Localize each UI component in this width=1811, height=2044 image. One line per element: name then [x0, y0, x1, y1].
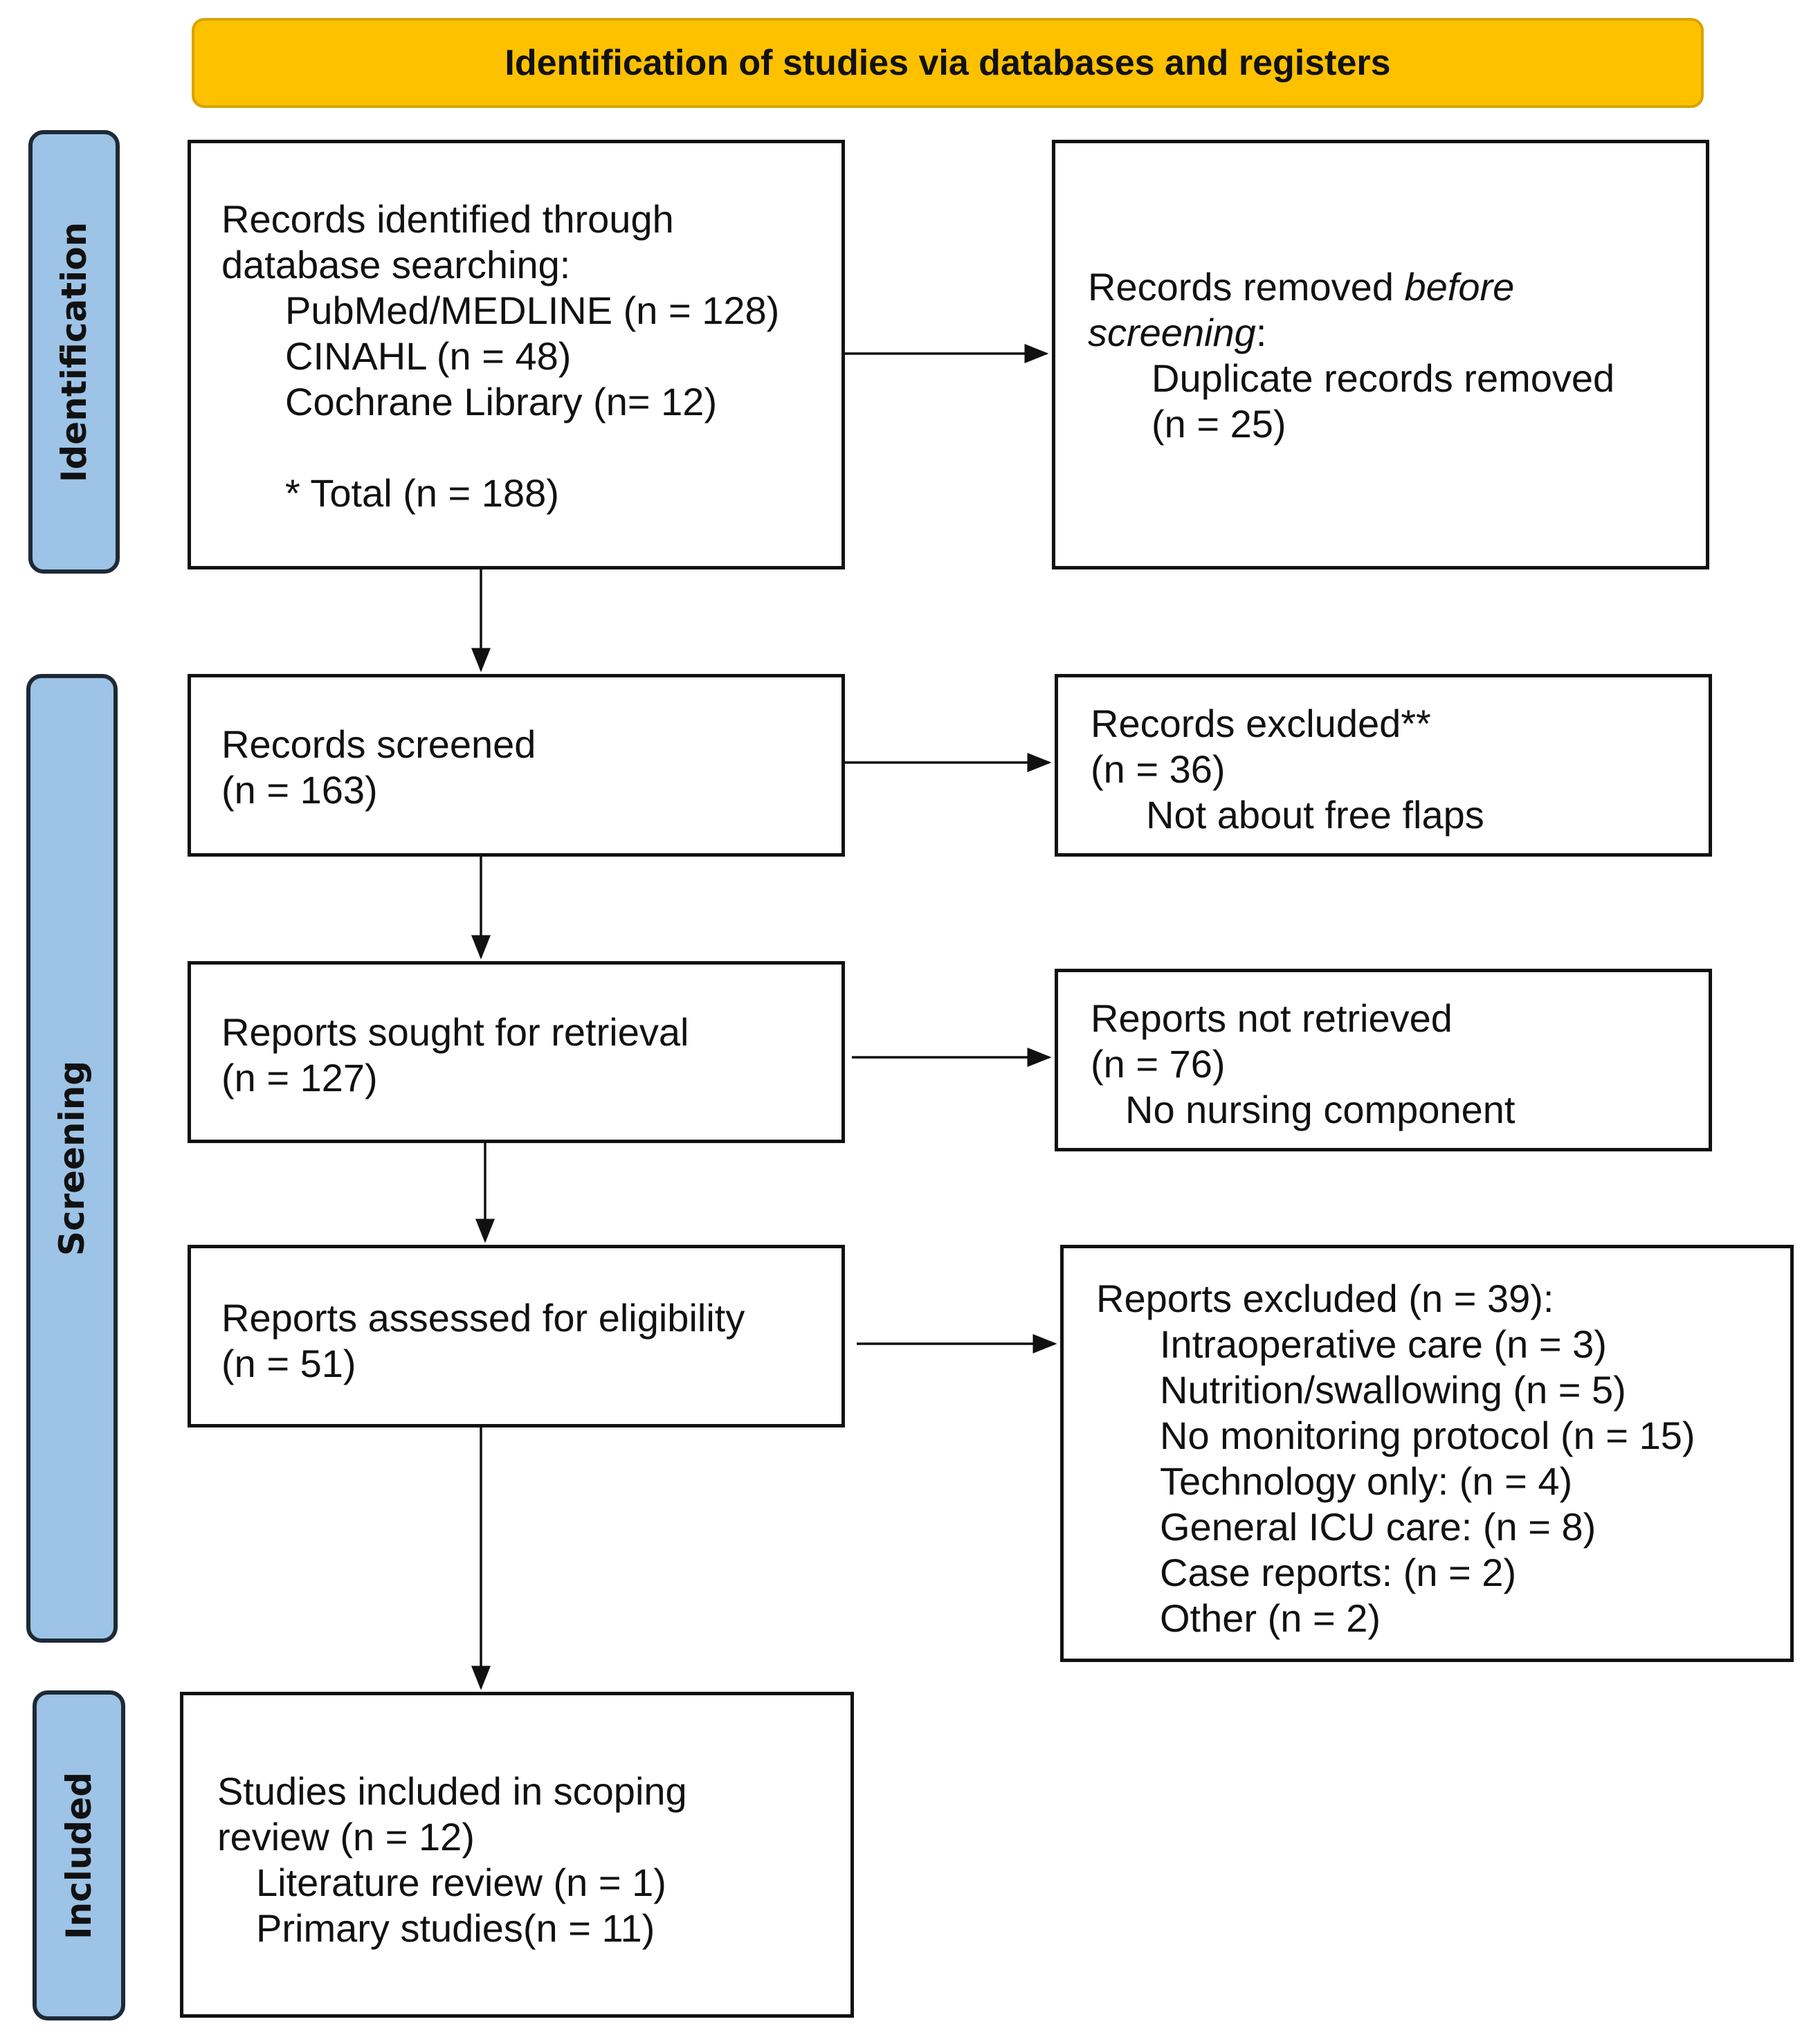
reports-sought-box: Reports sought for retrieval (n = 127)	[188, 961, 845, 1143]
box-title: Studies included in scoping	[217, 1769, 687, 1813]
total-count: * Total (n = 188)	[285, 471, 559, 515]
source-item: PubMed/MEDLINE (n = 128)	[285, 289, 780, 332]
included-item: Primary studies(n = 11)	[256, 1906, 655, 1950]
reports-assessed-box: Reports assessed for eligibility (n = 51…	[188, 1245, 845, 1427]
exclusion-reason: Technology only: (n = 4)	[1160, 1459, 1573, 1503]
records-excluded-box: Records excluded** (n = 36) Not about fr…	[1055, 674, 1712, 857]
phase-included: Included	[33, 1690, 125, 2020]
box-title: Records excluded**	[1091, 702, 1431, 745]
header-title: Identification of studies via databases …	[504, 43, 1391, 83]
box-title: Reports assessed for eligibility	[221, 1296, 745, 1340]
box-title: Reports not retrieved	[1091, 996, 1453, 1040]
studies-included-box: Studies included in scoping review (n = …	[180, 1692, 854, 2018]
box-title: Records identified through	[221, 197, 674, 241]
box-title: database searching:	[221, 243, 571, 286]
exclusion-reason: Intraoperative care (n = 3)	[1160, 1322, 1607, 1366]
records-identified-box: Records identified through database sear…	[188, 140, 845, 569]
exclusion-reason: Other (n = 2)	[1160, 1596, 1381, 1640]
exclusion-reason: Case reports: (n = 2)	[1160, 1551, 1517, 1594]
exclusion-reason: Nutrition/swallowing (n = 5)	[1160, 1368, 1626, 1412]
reports-not-retrieved-box: Reports not retrieved (n = 76) No nursin…	[1055, 969, 1712, 1151]
box-title-italic: before	[1404, 265, 1515, 309]
exclusion-reason: General ICU care: (n = 8)	[1160, 1505, 1596, 1549]
colon: :	[1255, 311, 1267, 354]
box-title-italic: screening	[1088, 311, 1256, 354]
phase-screening: Screening	[26, 674, 118, 1643]
exclusion-reason: No monitoring protocol (n = 15)	[1160, 1414, 1695, 1457]
phase-identification: Identification	[28, 130, 120, 574]
reports-excluded-box: Reports excluded (n = 39): Intraoperativ…	[1060, 1245, 1794, 1662]
box-title: Reports excluded (n = 39):	[1096, 1277, 1554, 1320]
exclusion-reason: Not about free flaps	[1146, 793, 1484, 837]
records-screened-box: Records screened (n = 163)	[188, 674, 845, 857]
box-count: (n = 51)	[221, 1342, 356, 1385]
box-title: Records removed	[1088, 265, 1405, 309]
box-title: review (n = 12)	[217, 1815, 475, 1859]
exclusion-reason: No nursing component	[1125, 1088, 1516, 1131]
box-count: (n = 76)	[1091, 1042, 1226, 1086]
box-count: (n = 127)	[221, 1056, 378, 1099]
source-item: Cochrane Library (n= 12)	[285, 380, 718, 423]
box-count: (n = 163)	[221, 768, 378, 812]
removed-item: Duplicate records removed	[1152, 356, 1615, 400]
box-title: Records screened	[221, 722, 536, 766]
removed-count: (n = 25)	[1152, 402, 1286, 446]
header-banner: Identification of studies via databases …	[192, 18, 1704, 108]
box-title: Reports sought for retrieval	[221, 1010, 689, 1054]
source-item: CINAHL (n = 48)	[285, 334, 572, 378]
included-item: Literature review (n = 1)	[256, 1861, 666, 1904]
records-removed-box: Records removed before screening: Duplic…	[1052, 140, 1709, 569]
box-count: (n = 36)	[1091, 747, 1226, 791]
